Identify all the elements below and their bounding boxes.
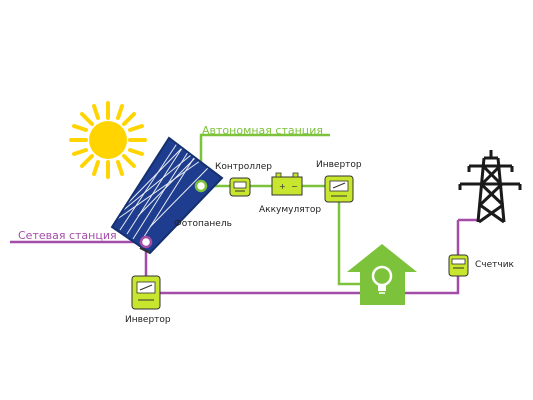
grid-node (139, 235, 153, 249)
grid-station-label: Сетевая станция (18, 229, 117, 242)
inverter-top-label: Инвертор (316, 160, 362, 170)
battery-label: Аккумулятор (259, 205, 322, 215)
solar-panel-label: Фотопанель (174, 219, 232, 229)
sun-icon (69, 101, 147, 179)
meter-label: Счетчик (475, 260, 514, 270)
inverter-icon-top (324, 175, 354, 203)
power-tower-icon (458, 150, 522, 224)
autonomous-station-label: Автономная станция (202, 124, 324, 137)
house-lightbulb-icon (347, 244, 417, 305)
autonomous-node (194, 179, 208, 193)
inverter-icon-bottom (131, 275, 161, 310)
meter-icon (448, 254, 469, 277)
controller-label: Контроллер (215, 162, 272, 172)
controller-icon (229, 177, 251, 197)
svg-text:−: − (291, 182, 298, 191)
battery-icon: + − (271, 172, 303, 196)
solar-panel-icon (110, 136, 224, 255)
inverter-bottom-label: Инвертор (125, 315, 171, 325)
grid-wires (10, 218, 478, 295)
svg-text:+: + (279, 182, 286, 191)
